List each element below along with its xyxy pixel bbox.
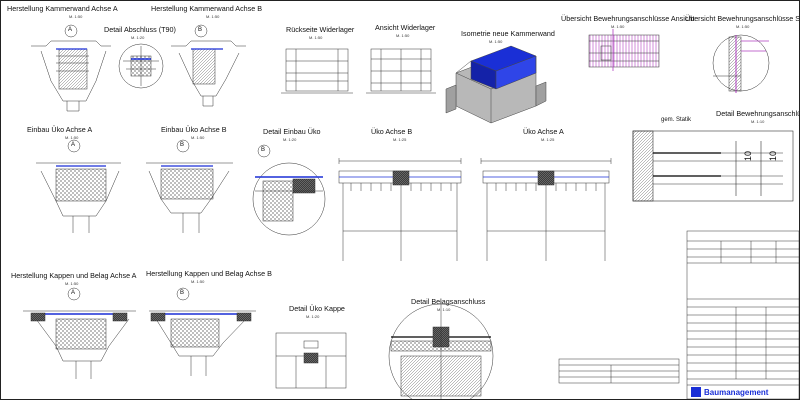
bewehrung-schnitt-drawing bbox=[712, 34, 770, 93]
einbau-b-drawing bbox=[146, 139, 233, 233]
rueckseite-drawing bbox=[281, 48, 353, 94]
detail-einbau-drawing bbox=[252, 144, 326, 236]
label-gem-statik: gem. Statik bbox=[661, 117, 692, 123]
scale-rueckseite: M. 1:50 bbox=[309, 35, 323, 40]
ueko-b-drawing bbox=[338, 158, 462, 261]
detail-belag-drawing bbox=[388, 301, 494, 399]
axis-a-label-2: A bbox=[71, 142, 76, 148]
scale-kammerwand-b: M. 1:50 bbox=[206, 14, 220, 19]
scale-detail-abschluss: M. 1:20 bbox=[131, 35, 145, 40]
title-block bbox=[686, 230, 799, 399]
scale-ueko-b: M. 1:25 bbox=[393, 137, 407, 142]
title-bewehrung-schnitt: Übersicht Bewehrungsanschlüsse Schnitt bbox=[685, 14, 800, 23]
axis-b-marker bbox=[194, 24, 208, 38]
title-bewehrung-ansicht: Übersicht Bewehrungsanschlüsse Ansicht bbox=[561, 14, 695, 23]
scale-bewehrung-schnitt: M. 1:50 bbox=[736, 24, 750, 29]
axis-b-label-3: B bbox=[261, 147, 266, 153]
dim-10-b: 10 bbox=[768, 150, 779, 162]
detail-kappe-drawing bbox=[275, 332, 347, 389]
title-ueko-b: Üko Achse B bbox=[371, 127, 413, 136]
scale-ansicht: M. 1:50 bbox=[396, 33, 410, 38]
detail-bewehrung-drawing bbox=[632, 130, 794, 202]
einbau-a-drawing bbox=[36, 139, 121, 233]
axis-a-label: A bbox=[68, 27, 73, 33]
scale-kappen-b: M. 1:50 bbox=[191, 279, 205, 284]
scale-detail-belag: M. 1:10 bbox=[437, 307, 451, 312]
title-kammerwand-a: Herstellung Kammerwand Achse A bbox=[7, 4, 118, 13]
title-detail-kappe: Detail Üko Kappe bbox=[289, 304, 345, 313]
scale-einbau-a: M. 1:50 bbox=[65, 135, 79, 140]
axis-a-marker bbox=[64, 24, 78, 38]
bewehrung-ansicht-drawing bbox=[588, 29, 660, 71]
title-detail-belag: Detail Belagsanschluss bbox=[411, 297, 486, 306]
kammerwand-a-drawing bbox=[31, 24, 111, 112]
title-kappen-b: Herstellung Kappen und Belag Achse B bbox=[146, 269, 272, 278]
axis-b-label-2: B bbox=[180, 142, 185, 148]
legend-box bbox=[558, 358, 680, 384]
axis-b-label-4: B bbox=[180, 290, 185, 296]
scale-bewehrung-ansicht: M. 1:50 bbox=[611, 24, 625, 29]
kappen-a-drawing bbox=[23, 287, 136, 379]
title-isometrie: Isometrie neue Kammerwand bbox=[461, 29, 555, 38]
scale-ueko-a: M. 1:25 bbox=[541, 137, 555, 142]
ueko-a-drawing bbox=[480, 158, 612, 261]
detail-abschluss-drawing bbox=[118, 43, 164, 89]
scale-detail-kappe: M. 1:20 bbox=[306, 314, 320, 319]
scale-kammerwand-a: M. 1:50 bbox=[69, 14, 83, 19]
scale-kappen-a: M. 1:50 bbox=[65, 281, 79, 286]
dim-10-a: 10 bbox=[743, 150, 754, 162]
title-kappen-a: Herstellung Kappen und Belag Achse A bbox=[11, 271, 137, 280]
title-rueckseite: Rückseite Widerlager bbox=[286, 25, 355, 34]
scale-einbau-b: M. 1:50 bbox=[191, 135, 205, 140]
title-detail-bewehrung: Detail Bewehrungsanschlüsse bbox=[716, 109, 799, 118]
isometrie-drawing bbox=[445, 45, 547, 124]
title-ueko-a: Üko Achse A bbox=[523, 127, 564, 136]
scale-detail-einbau: M. 1:20 bbox=[283, 137, 297, 142]
ansicht-drawing bbox=[366, 48, 436, 94]
title-block-logo: Baumanagement bbox=[704, 388, 769, 397]
kappen-b-drawing bbox=[149, 287, 256, 376]
title-detail-einbau: Detail Einbau Üko bbox=[263, 127, 321, 136]
title-einbau-b: Einbau Üko Achse B bbox=[161, 125, 227, 134]
title-detail-abschluss: Detail Abschluss (T90) bbox=[104, 25, 176, 34]
title-ansicht: Ansicht Widerlager bbox=[375, 23, 436, 32]
title-einbau-a: Einbau Üko Achse A bbox=[27, 125, 93, 134]
scale-isometrie: M. 1:50 bbox=[489, 39, 503, 44]
scale-detail-bewehrung: M. 1:10 bbox=[751, 119, 765, 124]
title-kammerwand-b: Herstellung Kammerwand Achse B bbox=[151, 4, 263, 13]
kammerwand-b-drawing bbox=[171, 24, 246, 107]
axis-a-label-3: A bbox=[71, 290, 76, 296]
axis-b-label: B bbox=[198, 27, 203, 33]
